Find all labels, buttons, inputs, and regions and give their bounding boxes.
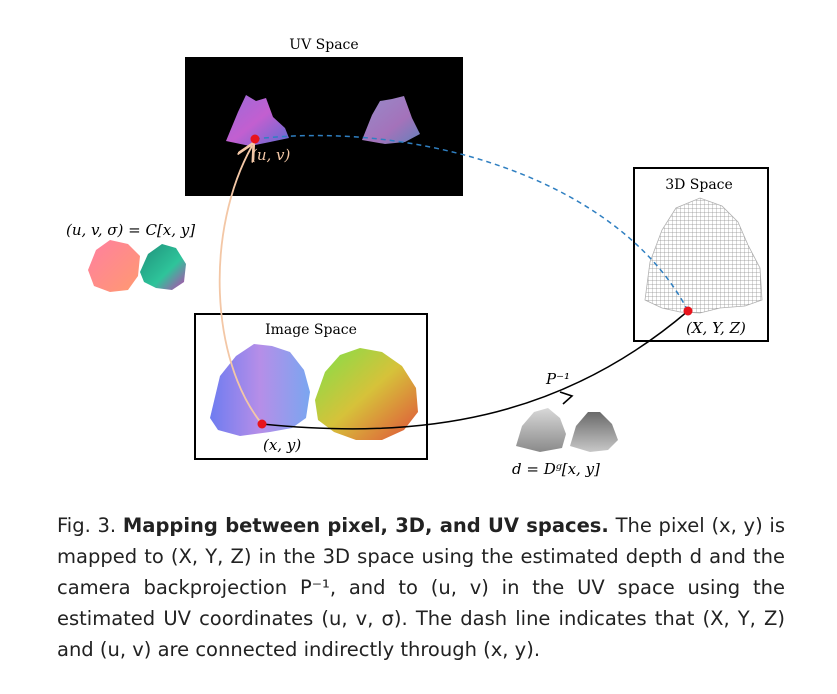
uv-point: [250, 134, 260, 144]
uv-pink-thumb: [88, 240, 140, 292]
normal-map-surface: [210, 344, 310, 436]
uv-surface-left: [226, 95, 289, 146]
figure-diagram: UV Space 3D Space Image Space (u, v) (X,…: [66, 37, 769, 478]
backprojection-arrow: [261, 310, 689, 430]
caption-bold-title: Mapping between pixel, 3D, and UV spaces…: [122, 514, 609, 537]
backprojection-label: P⁻¹: [545, 370, 570, 388]
uv-arrow-from-image: [218, 146, 263, 425]
figure-caption: Fig. 3. Mapping between pixel, 3D, and U…: [57, 510, 785, 665]
xy-point: [257, 419, 267, 429]
uv-teal-thumb: [140, 244, 186, 290]
caption-text: The pixel (x, y) is mapped to (X, Y, Z) …: [57, 514, 785, 661]
uv-space-title: UV Space: [289, 37, 358, 53]
depth-label: d = Dᵍ[x, y]: [512, 460, 600, 478]
green-uv-surface: [315, 348, 418, 440]
space3d-title: 3D Space: [665, 177, 733, 193]
xy-point-label: (x, y): [263, 436, 301, 454]
image-space-title: Image Space: [265, 322, 357, 338]
xyz-point-label: (X, Y, Z): [686, 319, 746, 337]
uv-surface-right: [362, 96, 420, 144]
uv-sigma-label: (u, v, σ) = C[x, y]: [66, 221, 195, 239]
backprojection-arrowhead: [559, 391, 574, 405]
caption-fig-label: Fig. 3.: [57, 514, 117, 537]
uv-space-panel: [185, 57, 463, 196]
depth-gray-thumb: [516, 408, 566, 452]
depth-dark-thumb: [570, 412, 618, 452]
xyz-point: [683, 306, 693, 316]
uv-point-label: (u, v): [251, 146, 291, 164]
dash-line-uv-to-3d: [254, 134, 689, 312]
